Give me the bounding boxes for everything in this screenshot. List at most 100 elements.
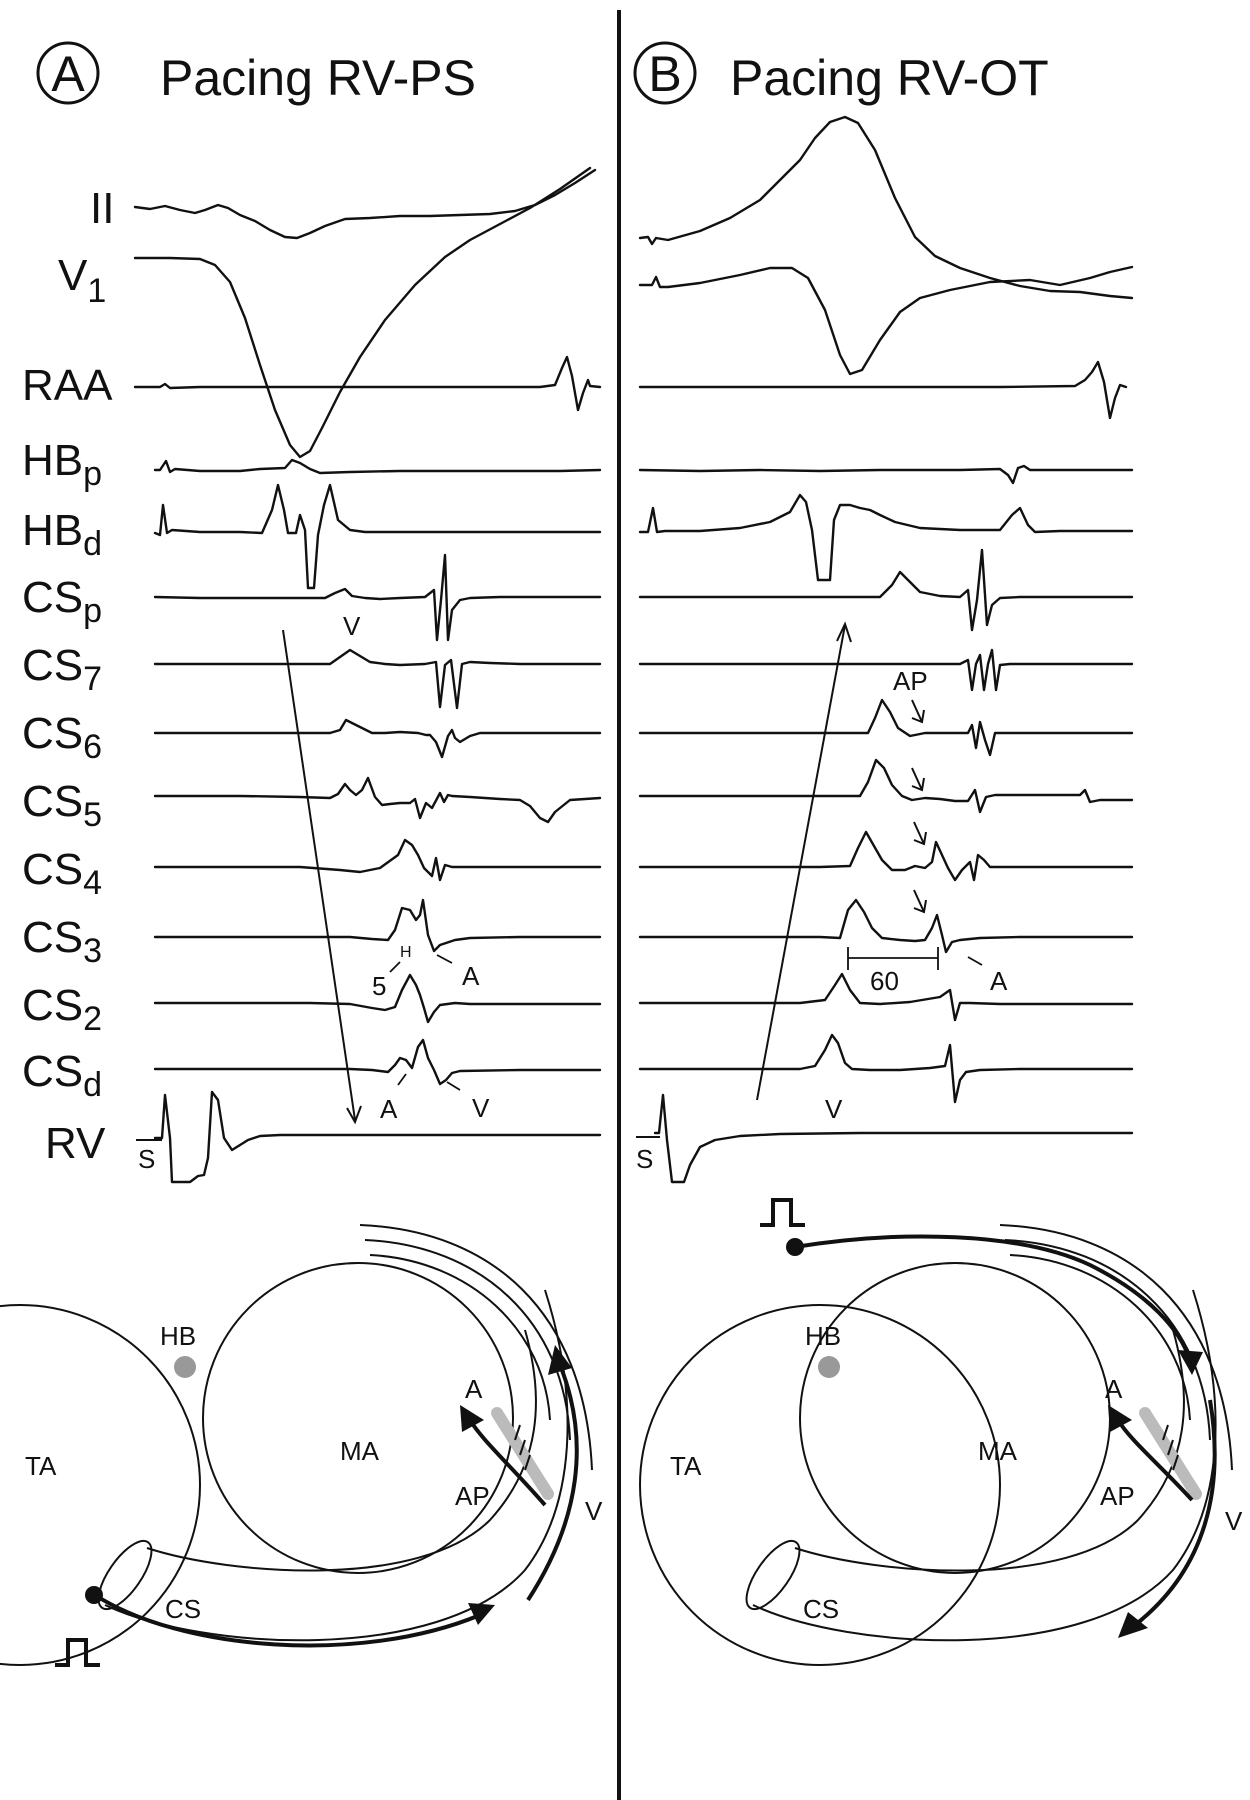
label-diagram-b-ap: AP	[1100, 1481, 1135, 1511]
trace-b-ii	[638, 115, 1134, 300]
activation-arrowhead-b	[836, 621, 852, 643]
cs-wall-inner-b	[794, 1329, 1185, 1572]
trace-a-v1	[133, 166, 592, 459]
label-a-h: H	[400, 944, 412, 961]
trace-b-v1	[638, 265, 1134, 376]
lead-label-cs5: CS5	[22, 777, 102, 834]
trace-b-cs2	[638, 972, 1134, 1022]
diagram-b: HB TA MA CS A AP V	[639, 1198, 1243, 1666]
v-arrowhead-b	[1118, 1612, 1148, 1638]
pacing-arrow-b	[794, 1234, 1192, 1361]
cs-ostium-b	[745, 1539, 801, 1611]
panel-a-header: A Pacing RV-PS	[36, 41, 476, 106]
pacing-site-a	[85, 1586, 103, 1604]
atrial-arc-2-a	[364, 1239, 571, 1441]
label-diagram-b-v: V	[1225, 1506, 1243, 1536]
atrial-arc-1-b	[1009, 1254, 1191, 1421]
tick-a-a-mid	[436, 954, 453, 964]
panel-b-letter-circle	[633, 41, 697, 105]
accessory-pathway-a	[491, 1407, 554, 1500]
ap-arrow-cs6	[911, 699, 925, 724]
lead-labels: II V1 RAA HBp HBd CSp CS7 CS6 CS5 CS4 CS…	[22, 184, 114, 1168]
panel-a-letter: A	[51, 46, 85, 102]
lead-label-csd: CSd	[22, 1047, 102, 1104]
label-a-v-low: V	[472, 1093, 490, 1123]
panel-b-header: B Pacing RV-OT	[633, 41, 1049, 106]
trace-a-cs3	[153, 898, 602, 953]
cs-wall-outer-a	[104, 1289, 569, 1642]
trace-a-hbd	[153, 483, 602, 590]
trace-b-hbd	[638, 493, 1134, 582]
trace-b-cs4	[638, 830, 1134, 882]
his-bundle-dot-a	[174, 1356, 196, 1378]
label-diagram-b-ma: MA	[978, 1436, 1018, 1466]
label-b-a-mid: A	[990, 966, 1008, 996]
panel-a-letter-circle	[36, 41, 100, 105]
trace-b-cs5	[638, 758, 1134, 814]
tricuspid-annulus-b	[639, 1304, 1001, 1666]
ap-arrow-cs4	[913, 821, 927, 846]
trace-a-cs2	[153, 973, 602, 1024]
label-a-a-mid: A	[462, 961, 480, 991]
trace-a-cs6	[153, 718, 602, 759]
accessory-pathway-b	[1139, 1407, 1202, 1500]
lead-label-ii: II	[90, 184, 114, 233]
trace-b-hbp	[638, 464, 1134, 485]
lead-label-cs2: CS2	[22, 981, 102, 1038]
panel-a-traces	[133, 166, 602, 1184]
retrograde-arrowhead-a	[460, 1405, 484, 1432]
trace-b-csp	[638, 548, 1134, 632]
label-diagram-a-v: V	[585, 1496, 603, 1526]
lead-label-cs3: CS3	[22, 913, 102, 970]
panel-b-letter: B	[648, 46, 681, 102]
ap-arrow-cs3	[913, 889, 927, 914]
cs-ostium-a	[97, 1539, 153, 1611]
atrial-arc-3-b	[999, 1224, 1233, 1471]
lead-label-raa: RAA	[22, 361, 113, 410]
label-diagram-a-cs: CS	[165, 1594, 201, 1624]
lead-label-cs7: CS7	[22, 641, 102, 698]
ap-arrows	[911, 699, 927, 914]
atrial-arc-1-a	[369, 1254, 551, 1421]
label-diagram-b-hb: HB	[805, 1321, 841, 1351]
trace-a-cs5	[153, 776, 602, 824]
activation-arrow-a	[282, 629, 356, 1121]
trace-a-hbp	[153, 458, 602, 475]
label-a-5: 5	[372, 971, 386, 1001]
tick-a-a-low	[397, 1073, 407, 1086]
trace-b-cs3	[638, 898, 1134, 954]
lead-label-rv: RV	[45, 1119, 106, 1168]
label-b-stim: S	[636, 1144, 653, 1174]
pacing-pulse-icon-a	[55, 1638, 100, 1667]
trace-a-cs4	[153, 838, 602, 882]
pacing-site-b	[786, 1238, 804, 1256]
his-bundle-dot-b	[818, 1356, 840, 1378]
diagram-a: HB TA MA CS A AP V	[0, 1224, 603, 1667]
retrograde-arrowhead-b	[1108, 1405, 1132, 1432]
tick-a-v-low	[446, 1081, 461, 1091]
lead-label-csp: CSp	[22, 573, 102, 630]
label-b-ap: AP	[893, 666, 928, 696]
atrial-arc-3-a	[359, 1224, 593, 1471]
retrograde-arrow-b	[1116, 1418, 1194, 1502]
panel-a-title: Pacing RV-PS	[160, 50, 476, 106]
mitral-annulus-a	[202, 1262, 514, 1574]
trace-b-raa	[638, 360, 1128, 420]
lead-label-cs6: CS6	[22, 709, 102, 766]
trace-b-rv	[653, 1093, 1134, 1184]
tricuspid-annulus-a	[0, 1304, 201, 1666]
trace-a-rv	[153, 1090, 602, 1184]
trace-a-ii	[133, 168, 597, 240]
panel-b-title: Pacing RV-OT	[730, 50, 1049, 106]
label-a-v-upper: V	[343, 611, 361, 641]
lead-label-v1: V1	[58, 251, 106, 310]
pacing-arrowhead-a	[468, 1603, 495, 1625]
label-diagram-a-a: A	[465, 1374, 483, 1404]
pathway-hatch-b	[1162, 1424, 1179, 1471]
label-diagram-b-cs: CS	[803, 1594, 839, 1624]
panel-b-annotations: AP 60 A V S	[636, 621, 1008, 1174]
trace-a-csp	[153, 553, 602, 642]
label-diagram-a-ap: AP	[455, 1481, 490, 1511]
v-arrowhead-a	[548, 1345, 572, 1375]
